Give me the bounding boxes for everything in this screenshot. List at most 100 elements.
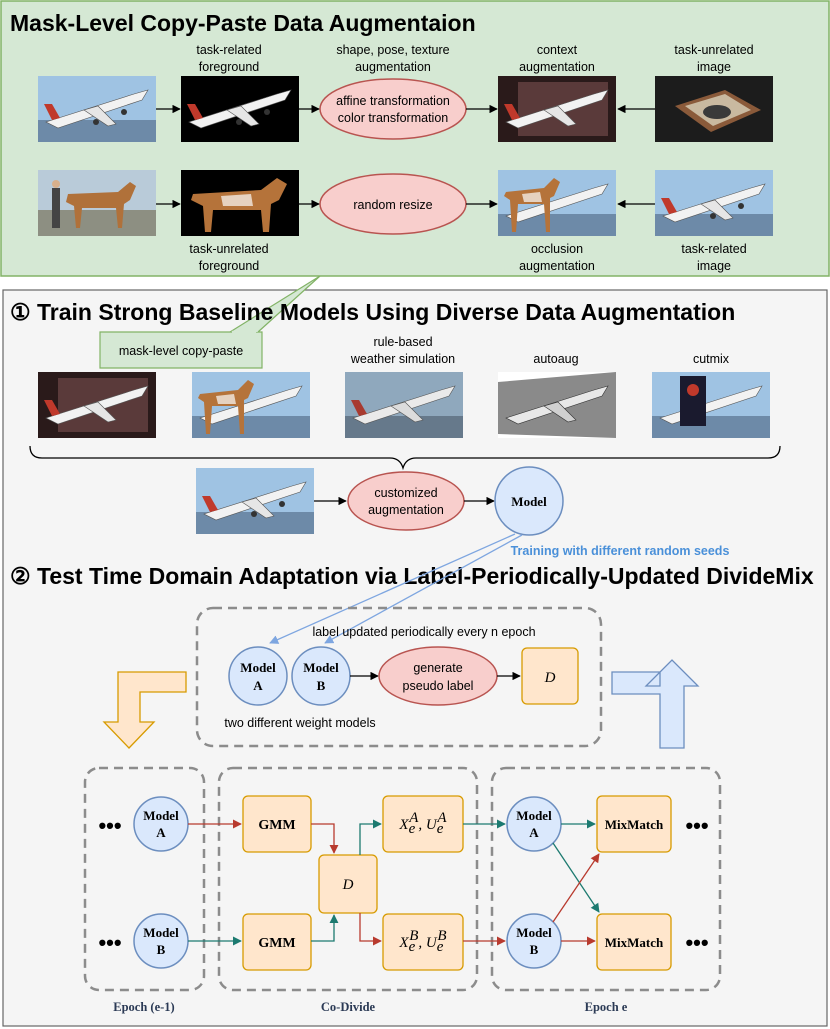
row2-occlusion-label-2: augmentation [519, 259, 595, 273]
trained-model-node [494, 466, 564, 536]
context-augmented-image [498, 76, 616, 142]
weather-label-2: weather simulation [350, 352, 455, 366]
affine-transform-label: affine transformation [336, 94, 450, 108]
two-models-label: two different weight models [224, 716, 375, 730]
model-b-top-label-1: Model [303, 660, 339, 675]
row1-foreground-label-2: foreground [199, 60, 260, 74]
model-b-current-label-2: B [530, 942, 539, 957]
customized-aug-node [347, 471, 465, 531]
split-b [382, 913, 464, 971]
pseudo-label-1: generate [413, 661, 462, 675]
dataset-d-top-label: D [544, 670, 556, 686]
codivide-box [217, 766, 479, 992]
model-b-current-label-1: Model [516, 925, 552, 940]
row1-context-label-2: augmentation [519, 60, 595, 74]
row2-occlusion-label-1: occlusion [531, 242, 583, 256]
callout-pointer [229, 275, 321, 333]
weather-label-1: rule-based [373, 335, 432, 349]
row1-foreground-label-1: task-related [196, 43, 261, 57]
caption-codivide: Co-Divide [321, 1000, 376, 1014]
callout-label: mask-level copy-paste [119, 344, 243, 358]
dataset-d-codivide [318, 854, 378, 914]
occlusion-augmented-image [498, 170, 616, 236]
arrow-d-to-split-b [359, 913, 382, 946]
row2-related-label-2: image [697, 259, 731, 273]
arrow-model-b-to-mixmatch-a [552, 853, 600, 923]
task-unrelated-image [655, 76, 773, 142]
ellipsis-next-b: ••• [685, 930, 708, 955]
model-a-prev-label-1: Model [143, 808, 179, 823]
autoaug-example [498, 372, 616, 438]
model-b-node-top [291, 646, 351, 706]
row1-unrelated-label-2: image [697, 60, 731, 74]
model-b-top-label-2: B [317, 678, 326, 693]
blue-flow-arrow [611, 659, 700, 749]
row1-unrelated-label-1: task-unrelated [674, 43, 753, 57]
task-related-image [655, 170, 773, 236]
horse-foreground-image [181, 170, 299, 236]
dataset-d-top [521, 647, 579, 705]
plane-foreground-image [181, 76, 299, 142]
row2-foreground-label-2: foreground [199, 259, 260, 273]
gmm-a-label: GMM [258, 818, 295, 833]
arrow-gmm-a-to-d [311, 823, 339, 854]
model-a-prev [133, 796, 189, 852]
mixmatch-b-label: MixMatch [605, 935, 664, 950]
model-a-current [506, 796, 562, 852]
model-a-current-label-1: Model [516, 808, 552, 823]
arrow-model-a-to-mixmatch-b [552, 842, 600, 913]
orange-flow-arrow [102, 671, 187, 749]
autoaug-label: autoaug [533, 352, 578, 366]
arrow-gmm-b-to-d [311, 914, 339, 942]
cutmix-example [652, 372, 770, 438]
model-a-node-top [228, 646, 288, 706]
caption-epoch-prev: Epoch (e-1) [113, 1000, 174, 1014]
row1-context-label-1: context [537, 43, 578, 57]
green-panel-title: Mask-Level Copy-Paste Data Augmentaion [10, 10, 476, 36]
mixmatch-a-label: MixMatch [605, 817, 664, 832]
periodic-update-label: label updated periodically every n epoch [312, 625, 535, 639]
pseudo-label-box [195, 606, 603, 748]
section2-title: ② Test Time Domain Adaptation via Label-… [10, 563, 814, 589]
weather-example [345, 372, 463, 438]
model-b-prev-label-2: B [157, 942, 166, 957]
source-horse-image [38, 170, 156, 236]
occlusion-example [192, 372, 310, 438]
row2-foreground-label-1: task-unrelated [189, 242, 268, 256]
training-input-image [196, 468, 314, 534]
gmm-b [242, 913, 312, 971]
affine-color-node [319, 78, 467, 140]
split-b-label: XeB, UeB [398, 928, 446, 955]
ellipsis-prev-a: ••• [98, 813, 121, 838]
model-a-prev-label-2: A [156, 825, 166, 840]
cutmix-label: cutmix [693, 352, 730, 366]
custom-aug-label-1: customized [374, 486, 437, 500]
mixmatch-b [596, 913, 672, 971]
model-b-prev [133, 913, 189, 969]
generate-pseudo-node [378, 646, 498, 706]
dataset-d-codivide-label: D [342, 877, 354, 893]
gmm-b-label: GMM [258, 936, 295, 951]
trained-model-label: Model [511, 494, 547, 509]
grouping-brace [29, 445, 781, 471]
arrow-d-to-split-a [359, 819, 382, 855]
model-a-current-label-2: A [529, 825, 539, 840]
row1-aug-label-2: augmentation [355, 60, 431, 74]
model-b-current [506, 913, 562, 969]
callout-box [99, 331, 263, 369]
row1-aug-label-1: shape, pose, texture [336, 43, 449, 57]
caption-epoch-e: Epoch e [585, 1000, 628, 1014]
ellipsis-next-a: ••• [685, 813, 708, 838]
random-resize-label: random resize [353, 198, 432, 212]
custom-aug-label-2: augmentation [368, 503, 444, 517]
pseudo-label-2: pseudo label [403, 679, 474, 693]
mixmatch-a [596, 795, 672, 853]
color-transform-label: color transformation [338, 111, 449, 125]
arrow-model-to-model-a [269, 533, 516, 644]
row2-related-label-1: task-related [681, 242, 746, 256]
random-seeds-note: Training with different random seeds [511, 544, 730, 558]
model-a-top-label-1: Model [240, 660, 276, 675]
model-a-top-label-2: A [253, 678, 263, 693]
